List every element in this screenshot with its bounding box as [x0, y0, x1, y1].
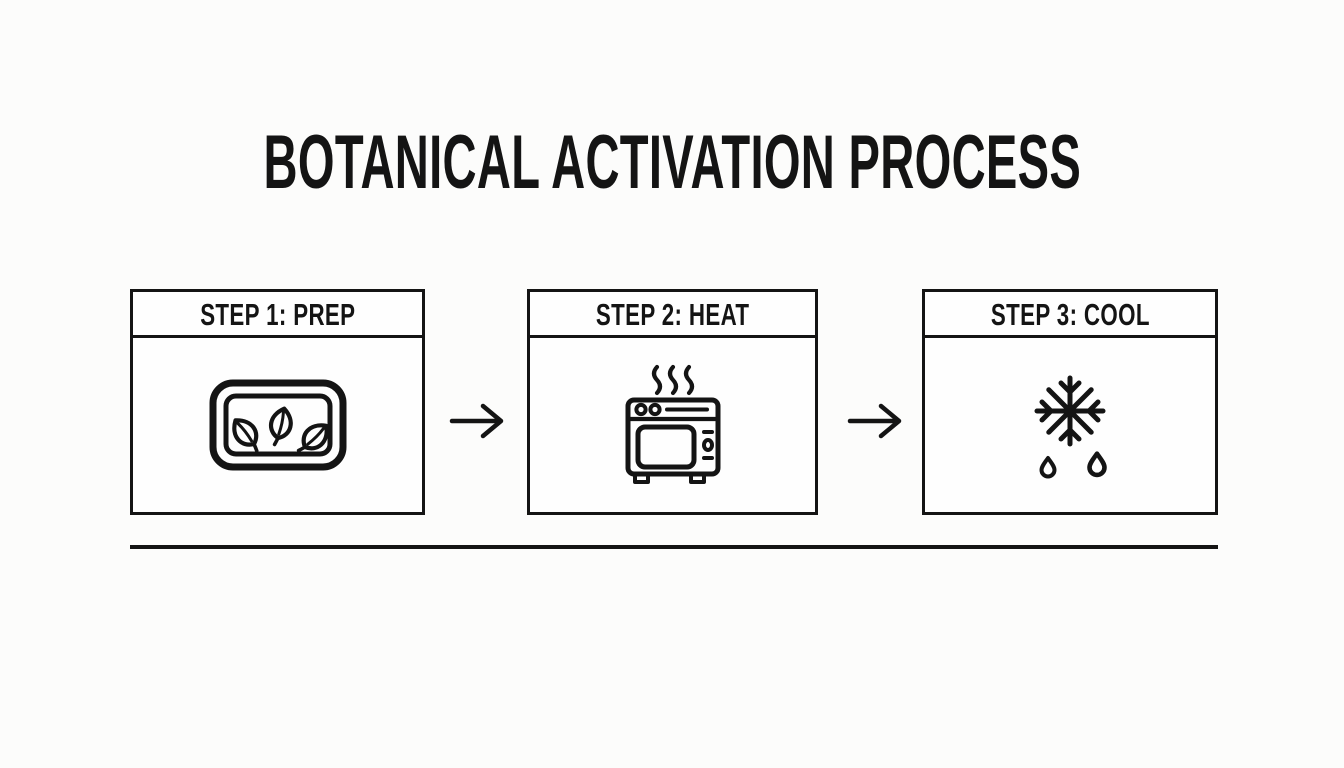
leaves-tray-icon	[209, 379, 346, 471]
step-1-body	[133, 338, 422, 512]
step-2-header: STEP 2: HEAT	[530, 292, 815, 338]
step-card-heat: STEP 2: HEAT	[527, 289, 818, 515]
step-2-body	[530, 338, 815, 512]
page-title-text: BOTANICAL ACTIVATION PROCESS	[263, 120, 1081, 205]
step-3-header: STEP 3: COOL	[925, 292, 1215, 338]
step-1-header: STEP 1: PREP	[133, 292, 422, 338]
step-3-label: STEP 3: COOL	[990, 297, 1150, 332]
snowflake-drip-icon	[1034, 375, 1107, 479]
arrow-right-icon	[847, 403, 902, 439]
oven-icon	[625, 364, 720, 484]
bottom-divider	[130, 545, 1218, 549]
step-1-label: STEP 1: PREP	[199, 297, 356, 332]
arrow-right-icon	[449, 403, 504, 439]
step-2-label: STEP 2: HEAT	[595, 297, 750, 332]
step-3-body	[925, 338, 1215, 512]
step-card-cool: STEP 3: COOL	[922, 289, 1218, 515]
page-title: BOTANICAL ACTIVATION PROCESS	[0, 118, 1344, 208]
step-card-prep: STEP 1: PREP	[130, 289, 425, 515]
